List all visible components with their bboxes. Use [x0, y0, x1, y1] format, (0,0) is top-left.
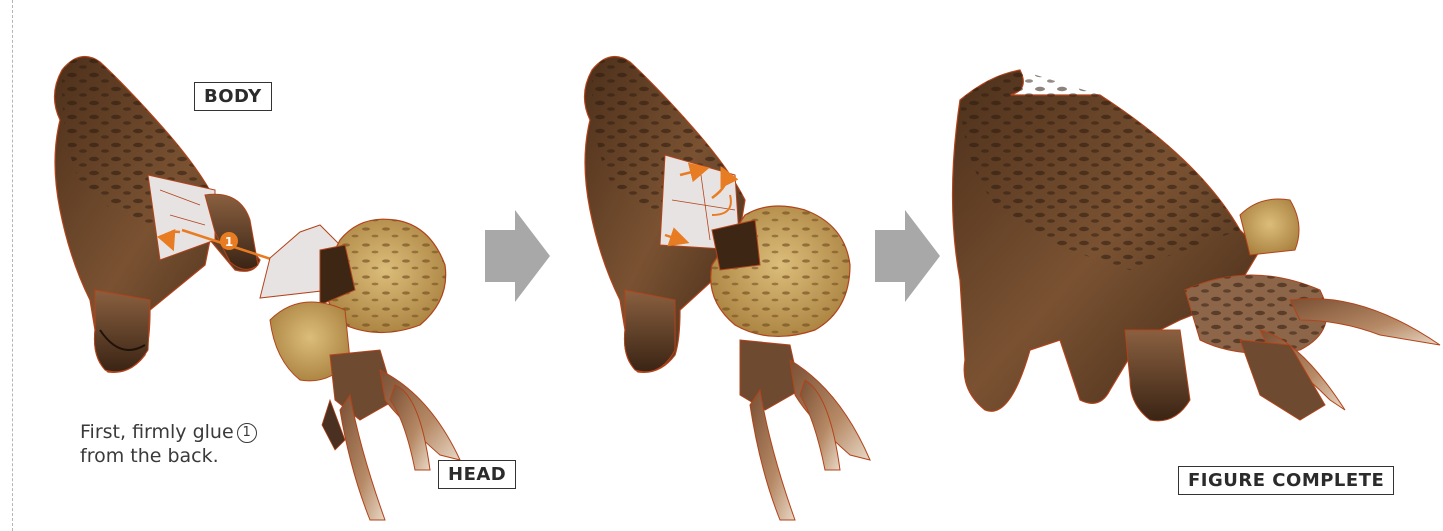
label-figure-complete: FIGURE COMPLETE [1178, 466, 1394, 495]
body-head-joined [584, 57, 870, 520]
glue-number-circle: 1 [237, 423, 257, 443]
label-body: BODY [194, 82, 272, 111]
label-head: HEAD [438, 460, 516, 489]
completed-figure [953, 70, 1441, 421]
glue-step-1-number: 1 [225, 235, 233, 249]
instruction-line-1: First, firmly glue [80, 421, 234, 443]
head-part [260, 219, 460, 520]
arrow-right-icon [875, 210, 940, 302]
instruction-line-2: from the back. [80, 445, 219, 467]
arrow-right-icon [485, 210, 550, 302]
